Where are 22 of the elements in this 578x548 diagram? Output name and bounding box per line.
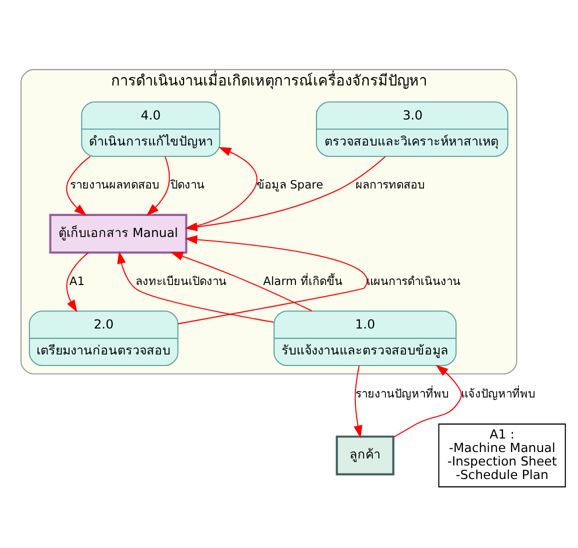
node-box: ตู้เก็บเอกสาร Manual	[49, 214, 188, 254]
node-box: ลูกค้า	[336, 436, 394, 476]
arrow	[354, 366, 362, 438]
edge-label: แจ้งปัญหาที่พบ	[460, 386, 535, 401]
arrow	[117, 251, 274, 323]
arrow	[66, 156, 91, 216]
edge-label: แผนการดำเนินงาน	[366, 274, 461, 288]
edge-label: ข้อมูล Spare	[256, 178, 324, 192]
edge-label: A1	[69, 274, 85, 288]
arrow	[393, 364, 462, 438]
arrow	[66, 252, 89, 312]
edge-label: รายงานผลทดสอบ	[70, 178, 160, 192]
edge-label: ผลการทดสอบ	[356, 178, 425, 192]
arrow	[170, 252, 312, 312]
edge-label: ปิดงาน	[170, 178, 204, 192]
edge-label: ลงทะเบียนเปิดงาน	[136, 274, 227, 288]
arrow	[178, 235, 368, 324]
node-box: A1 : -Machine Manual -Inspection Sheet -Schedule Plan	[438, 424, 566, 488]
edge-label: รายงานปัญหาที่พบ	[356, 386, 449, 401]
arrow	[146, 156, 170, 216]
edge-label: Alarm ที่เกิดขึ้น	[263, 274, 343, 288]
arrow	[186, 147, 258, 229]
